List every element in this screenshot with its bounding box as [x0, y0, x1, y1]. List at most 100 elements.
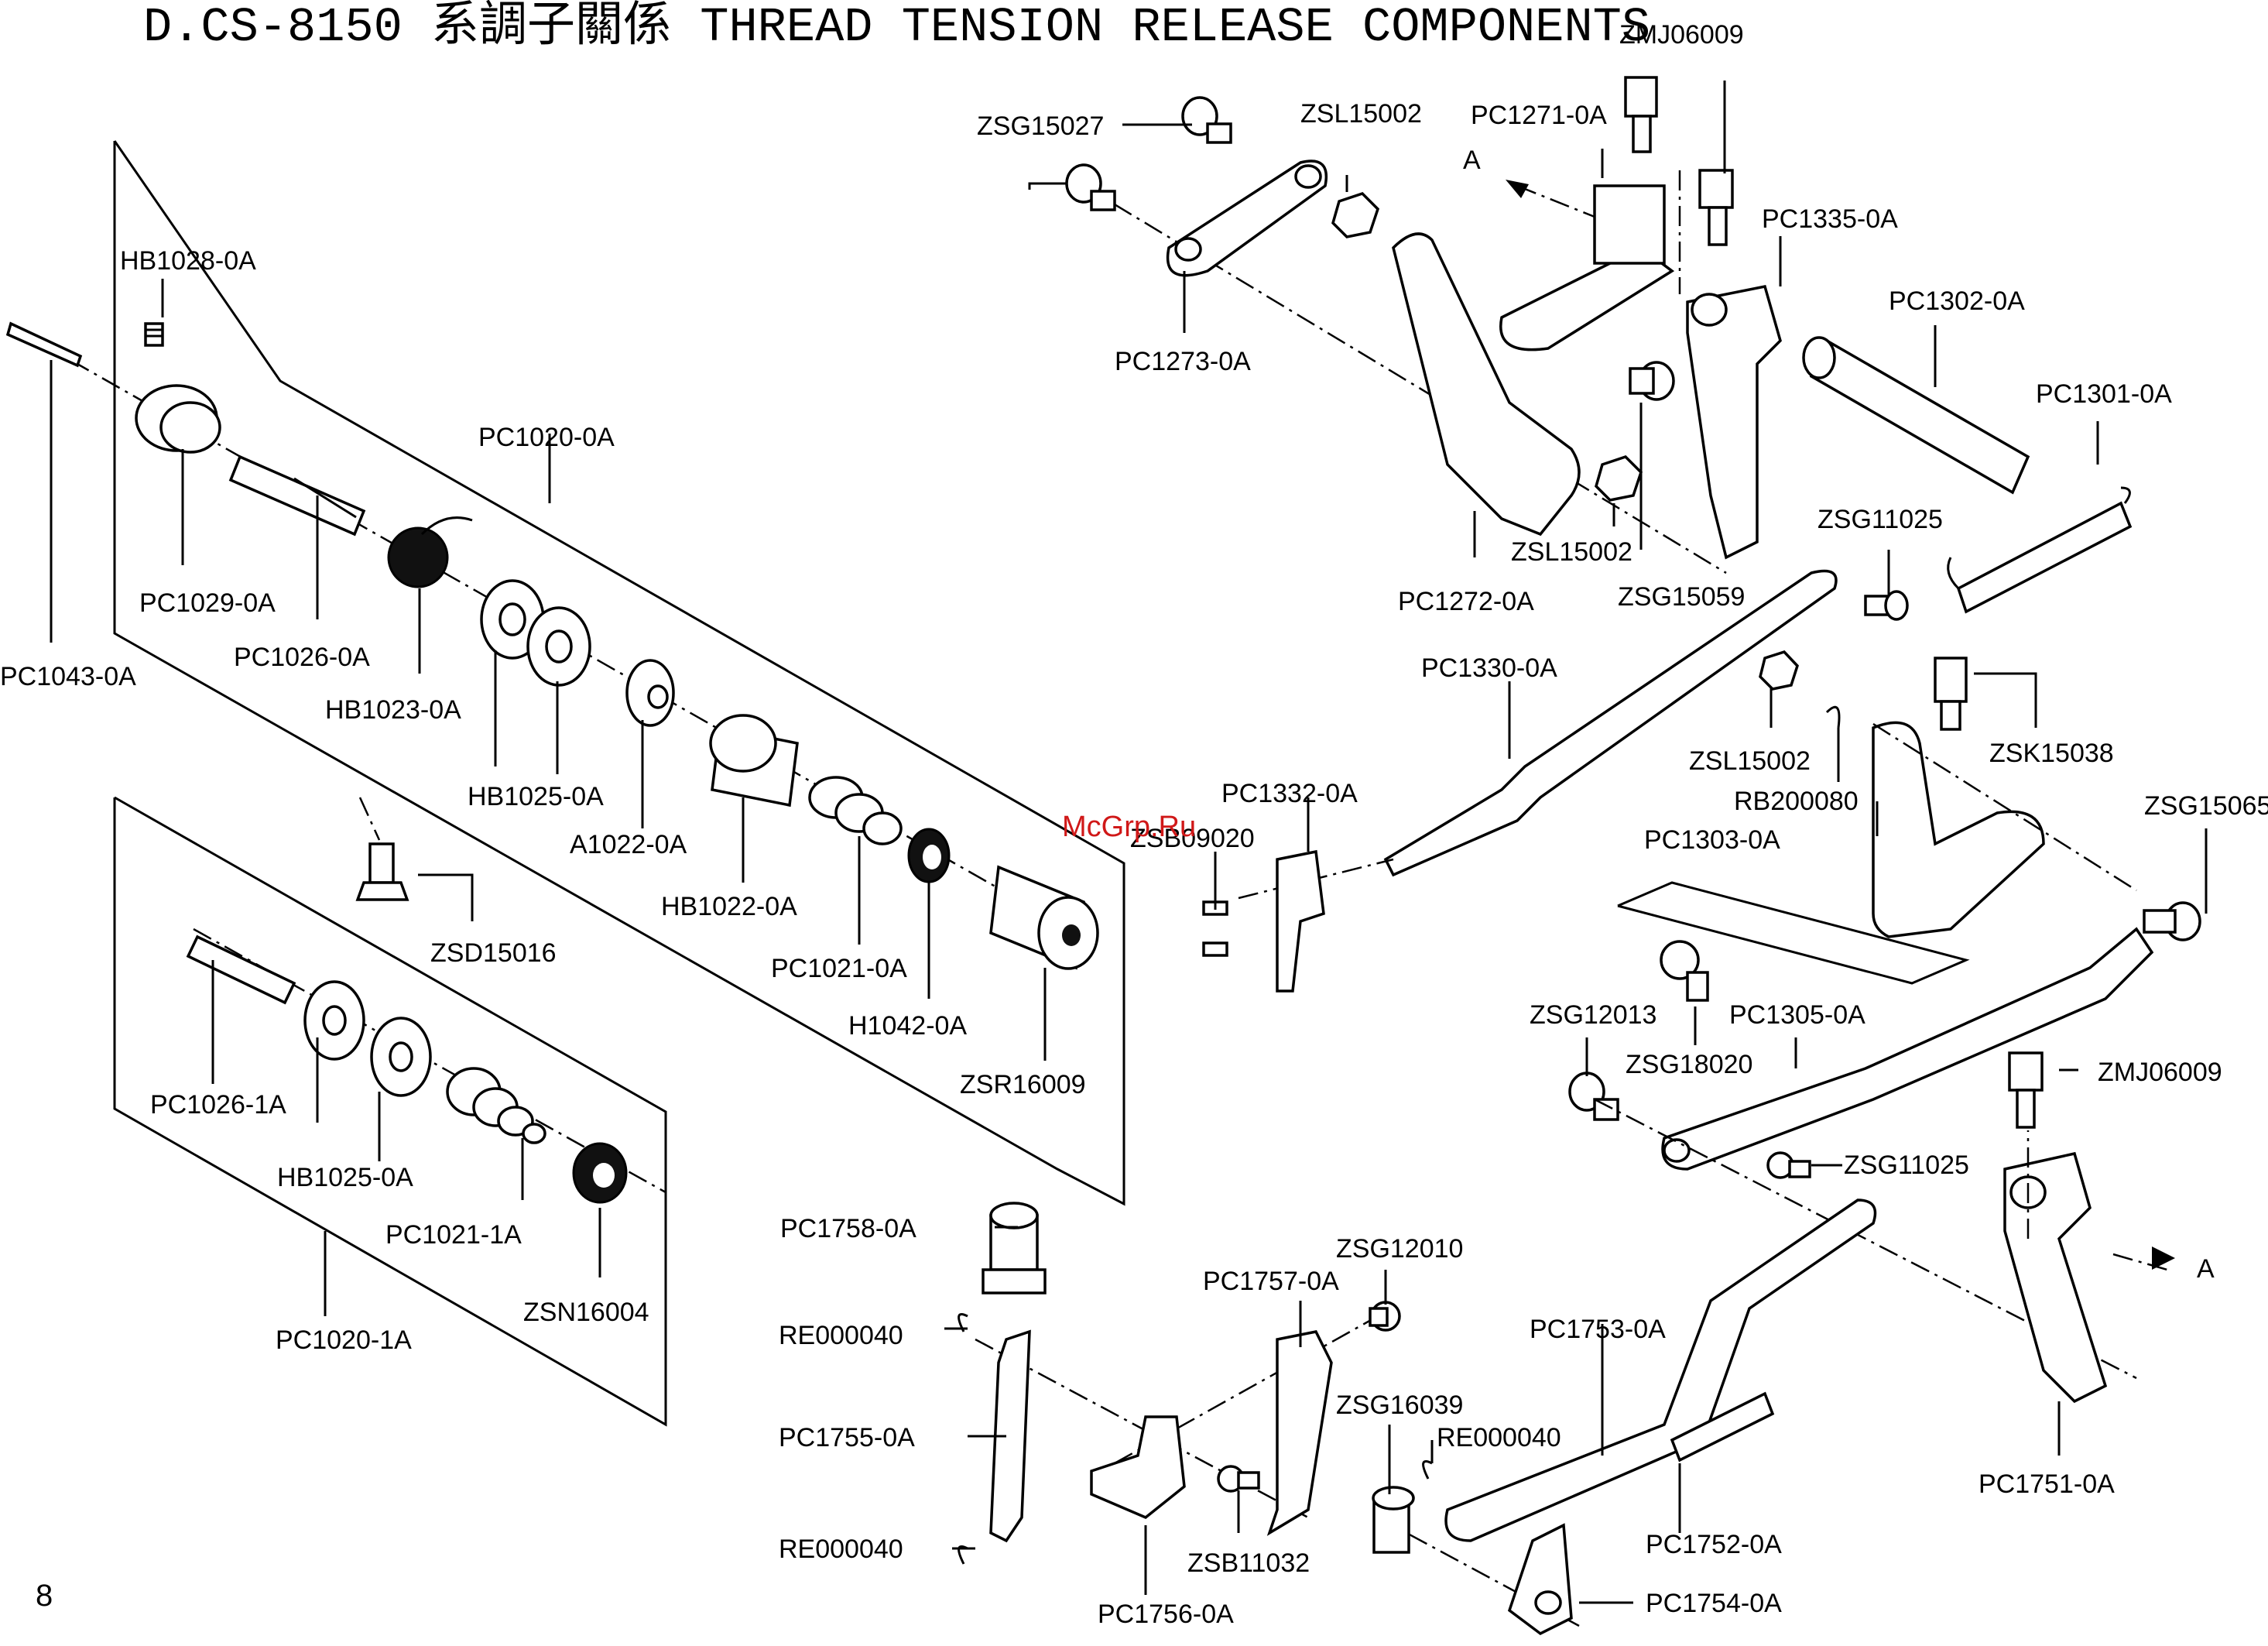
pc1754-plate-part — [1507, 1523, 1573, 1636]
label-pc1758: PC1758-0A — [780, 1214, 916, 1243]
zsr16009-knob-part — [989, 865, 1099, 970]
zsg12013-screw-part — [1568, 1072, 1619, 1121]
label-a1022: A1022-0A — [570, 830, 687, 859]
label-re000040-top: RE000040 — [779, 1321, 903, 1350]
view-arrow-top-line — [1516, 184, 1595, 218]
label-pc1021: PC1021-0A — [771, 954, 907, 983]
pc1335-arm-part — [1686, 284, 1782, 560]
label-pc1026-1a: PC1026-1A — [150, 1090, 286, 1120]
hb1023-spring-part — [387, 516, 473, 588]
label-rb200080: RB200080 — [1734, 787, 1859, 816]
label-hb1028: HB1028-0A — [120, 246, 256, 276]
label-zsl15002-mid: ZSL15002 — [1511, 537, 1632, 567]
zsl15002-nut-upper-part — [1331, 191, 1380, 238]
label-pc1302: PC1302-0A — [1889, 286, 2025, 316]
label-pc1272: PC1272-0A — [1398, 587, 1534, 616]
rb200080-ring-part — [1825, 705, 1841, 729]
label-pc1271: PC1271-0A — [1471, 101, 1607, 130]
zsd15016-screw-part — [355, 842, 409, 901]
label-hb1023: HB1023-0A — [325, 695, 461, 725]
part-labels: HB1028-0A PC1043-0A PC1029-0A PC1026-0A … — [0, 20, 2268, 1629]
pc1755-link-part — [989, 1329, 1031, 1543]
label-zsg11025-upper: ZSG11025 — [1817, 505, 1943, 534]
label-zsg15027: ZSG15027 — [977, 111, 1104, 141]
label-zsb09020: ZSB09020 — [1130, 824, 1255, 853]
zsl15002-nut-lower-part — [1759, 650, 1799, 691]
zsl15002-nut-mid-part — [1595, 454, 1643, 502]
label-zsr16009: ZSR16009 — [960, 1070, 1086, 1099]
pc1757-lever-part — [1266, 1330, 1333, 1536]
label-pc1752: PC1752-0A — [1646, 1530, 1782, 1559]
label-re000040-bottom: RE000040 — [1437, 1423, 1561, 1452]
label-pc1330: PC1330-0A — [1421, 653, 1557, 683]
lower-left-assembly-frame — [113, 796, 667, 1427]
pc1021-spring-part — [808, 776, 903, 845]
pc1330-rod-part — [1383, 569, 1838, 877]
zsd15016-axis-line — [358, 797, 381, 841]
pc1026-stud-part — [228, 454, 366, 537]
zmj06009-upper-screw-part — [1624, 76, 1658, 153]
label-pc1755: PC1755-0A — [779, 1423, 915, 1452]
view-marker-bottom: A — [2197, 1254, 2215, 1284]
page-title: D.CS-8150 系調子關係 THREAD TENSION RELEASE C… — [143, 0, 1650, 55]
zsk15038-screw-part — [1934, 657, 1968, 731]
h1042-nut-part — [907, 828, 951, 883]
zsg15059-screw-part — [1629, 361, 1675, 401]
label-zsd15016: ZSD15016 — [430, 938, 557, 968]
view-arrow-bottom-head — [2152, 1247, 2175, 1270]
zmj06009-lower-screw-part — [2008, 1051, 2044, 1129]
pc1029-bushing-part — [135, 384, 221, 454]
zmj06009-mid-screw-part — [1698, 169, 1734, 246]
label-pc1026: PC1026-0A — [234, 643, 370, 672]
label-zsg12013: ZSG12013 — [1530, 1000, 1656, 1030]
pc1303-plate-part — [1872, 721, 2045, 938]
view-marker-top: A — [1463, 146, 1481, 175]
pc1043-rod-part — [5, 321, 83, 368]
zsg11025-screw-upper-part — [1864, 590, 1909, 621]
label-zsg12010: ZSG12010 — [1336, 1234, 1463, 1264]
label-pc1029: PC1029-0A — [139, 588, 276, 618]
label-hb1022: HB1022-0A — [661, 892, 797, 921]
pc1758-cap-part — [982, 1202, 1047, 1295]
pc1021-1a-spring-part — [446, 1067, 546, 1144]
label-pc1756: PC1756-0A — [1098, 1600, 1234, 1629]
leader-lines — [50, 81, 2208, 1604]
hb1025-disc-lower-part — [303, 980, 432, 1097]
label-zsn16004: ZSN16004 — [523, 1298, 649, 1327]
pc1273-link-part — [1166, 159, 1328, 277]
pc1272-bracket-part — [1392, 232, 1581, 537]
label-pc1332: PC1332-0A — [1221, 779, 1358, 808]
label-hb1025-lower: HB1025-0A — [277, 1163, 413, 1192]
zsg11025-screw-lower-part — [1766, 1151, 1811, 1179]
label-pc1043: PC1043-0A — [0, 662, 136, 691]
view-arrow-bottom-line — [2112, 1253, 2168, 1271]
pc1332-bracket-part — [1276, 849, 1325, 993]
pc1302-shaft-part — [1802, 336, 2030, 495]
re000040-ring-bottom-part — [1422, 1460, 1433, 1480]
watermark: McGrp.Ru — [1062, 811, 1196, 843]
label-pc1335: PC1335-0A — [1762, 204, 1898, 234]
pc1751-arm-part — [2003, 1151, 2108, 1404]
label-zsk15038: ZSK15038 — [1989, 739, 2114, 768]
a1022-washer-part — [625, 659, 675, 727]
pc1303-guide-frame — [1617, 881, 1970, 985]
label-pc1305: PC1305-0A — [1729, 1000, 1865, 1030]
zsb11032-screw-part — [1217, 1465, 1260, 1493]
zsg15065-screw-part — [2143, 901, 2201, 941]
pc1752-spring-part — [1670, 1391, 1775, 1463]
bottom-axis-line — [975, 1338, 1309, 1519]
label-zsl15002-upper: ZSL15002 — [1300, 99, 1422, 129]
view-arrow-top-head — [1506, 180, 1529, 198]
label-zsg15065: ZSG15065 — [2144, 791, 2268, 821]
label-h1042: H1042-0A — [848, 1011, 967, 1041]
zsg18020-screw-part — [1660, 940, 1709, 1002]
label-pc1273: PC1273-0A — [1115, 347, 1251, 376]
pc1301-spring-part — [1947, 486, 2133, 614]
pc1756-bracket-part — [1090, 1415, 1186, 1520]
label-pc1020: PC1020-0A — [478, 423, 615, 452]
label-pc1303: PC1303-0A — [1644, 825, 1780, 855]
label-pc1021-1a: PC1021-1A — [385, 1220, 522, 1250]
pc1303-axis-line — [1872, 722, 2137, 892]
label-zsl15002-lower: ZSL15002 — [1689, 746, 1811, 776]
label-zsg18020: ZSG18020 — [1626, 1050, 1752, 1079]
